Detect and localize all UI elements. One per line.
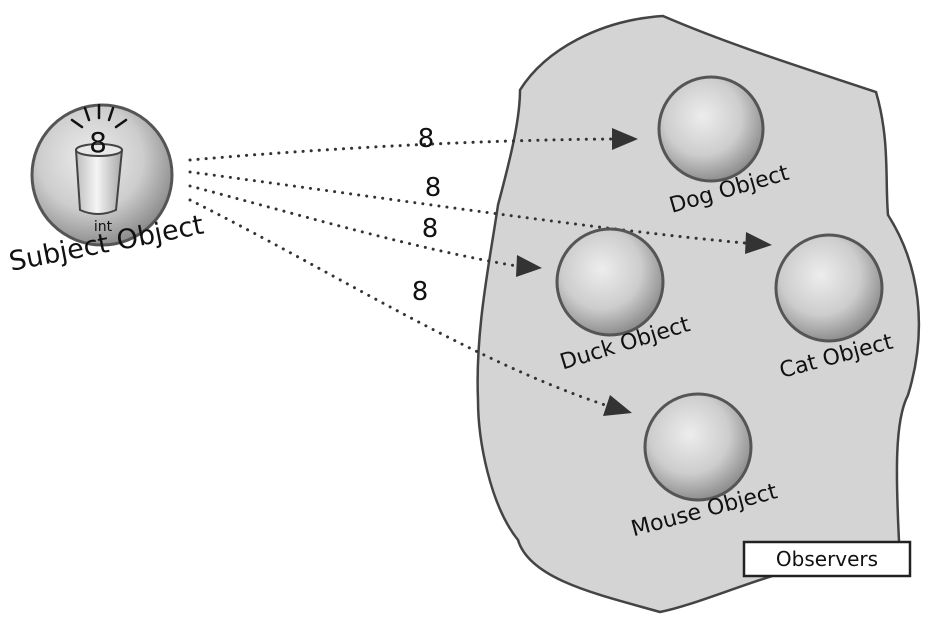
- arrow-line-dog: [188, 137, 614, 162]
- cat-sphere: [774, 233, 884, 343]
- subject-value: 8: [89, 126, 107, 159]
- mouse-sphere: [643, 392, 753, 502]
- observers-box-frame: [742, 540, 912, 578]
- cup-icon: [74, 143, 124, 215]
- observers-label-box: Observers: [742, 540, 912, 578]
- message-value-dog: 8: [418, 124, 435, 154]
- dog-sphere: [657, 75, 765, 183]
- message-value-mouse: 8: [412, 277, 429, 307]
- duck-sphere: [555, 227, 665, 337]
- message-value-duck: 8: [422, 214, 439, 244]
- observers-box-label: Observers: [776, 547, 878, 571]
- subject-type-label: int: [94, 219, 113, 235]
- arrow-line-cat: [188, 170, 747, 245]
- observer-cat[interactable]: [774, 233, 884, 343]
- value-burst-icon: [70, 103, 128, 129]
- subject-object[interactable]: 8 int: [30, 103, 174, 247]
- arrow-head-duck: [516, 255, 542, 277]
- arrow-head-mouse: [603, 395, 632, 416]
- message-value-cat: 8: [425, 173, 442, 203]
- observer-mouse[interactable]: [643, 392, 753, 502]
- message-arrows: [188, 128, 772, 416]
- arrow-line-mouse: [188, 198, 607, 407]
- arrow-head-cat: [745, 232, 772, 254]
- observers-region: [476, 14, 921, 614]
- observer-dog[interactable]: [657, 75, 765, 183]
- observer-duck[interactable]: [555, 227, 665, 337]
- arrow-head-dog: [612, 128, 638, 150]
